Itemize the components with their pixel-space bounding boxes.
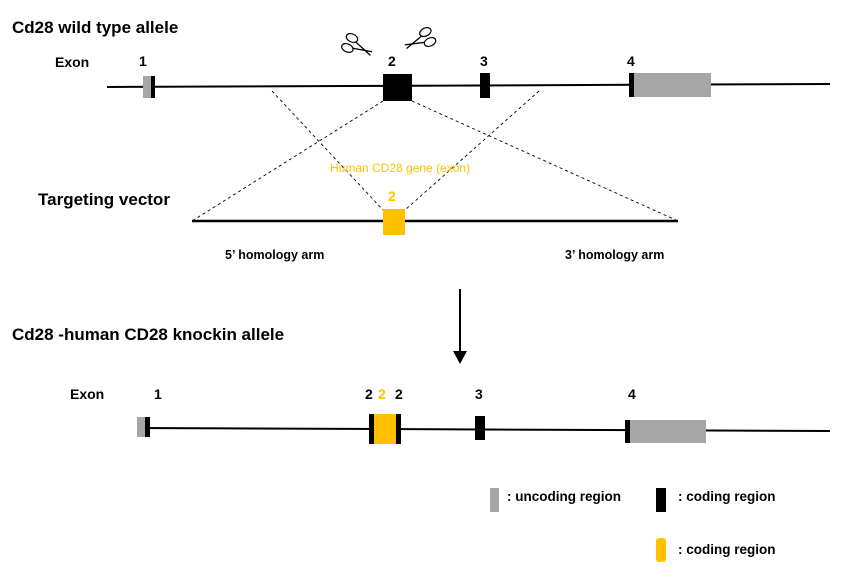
wt-exon2-number: 2 [388,53,396,69]
legend-coding-orange-label: : coding region [678,542,776,557]
wild-type-title: Cd28 wild type allele [12,18,178,37]
wt-exon3-coding [480,73,490,98]
wt-exon4-uncoding [634,73,711,97]
wild-type-exon-label: Exon [55,54,89,70]
legend-uncoding-swatch [490,488,499,512]
wt-exon3-number: 3 [480,53,488,69]
wt-exon1-number: 1 [139,53,147,69]
legend-coding-black-label: : coding region [678,489,776,504]
ki-exon1-coding [145,417,150,437]
legend: : uncoding region : coding region : codi… [490,488,776,562]
ki-exon2-number-human: 2 [378,386,386,402]
ki-exon2-number-left: 2 [365,386,373,402]
ki-exon2-mouse-coding-right [396,414,401,444]
knockin-title: Cd28 -human CD28 knockin allele [12,325,284,344]
ki-exon4-uncoding [630,420,706,443]
homology-arm-5: 5’ homology arm [225,248,324,262]
wt-exon1-coding [151,76,155,98]
scissors-icon [404,27,437,50]
ki-exon4-number: 4 [628,386,636,402]
human-gene-label: Human CD28 gene (exon) [330,161,470,175]
ki-exon4-coding [625,420,630,443]
ki-exon3-number: 3 [475,386,483,402]
legend-coding-orange-swatch [656,538,666,562]
wt-exon4-number: 4 [627,53,635,69]
vector-exon-number: 2 [388,188,396,204]
arrow-down-icon [453,289,467,364]
ki-exon1-uncoding [137,417,145,437]
ki-exon1-number: 1 [154,386,162,402]
wild-type-backbone [106,83,831,88]
ki-exon2-mouse-coding-left [369,414,374,444]
legend-uncoding-label: : uncoding region [507,489,621,504]
wt-exon2-coding [383,74,412,101]
scissors-icon [341,32,373,56]
knockin-exon-label: Exon [70,386,104,402]
vector-human-exon [383,209,405,235]
ki-exon2-human-coding [374,414,396,444]
ki-exon3-coding [475,416,485,440]
homology-arm-3: 3’ homology arm [565,248,664,262]
targeting-vector-title: Targeting vector [38,190,170,209]
ki-exon2-number-right: 2 [395,386,403,402]
legend-coding-black-swatch [656,488,666,512]
homology-projection-lines [191,90,679,222]
wt-exon1-uncoding [143,76,151,98]
wt-exon4-coding [629,73,634,97]
